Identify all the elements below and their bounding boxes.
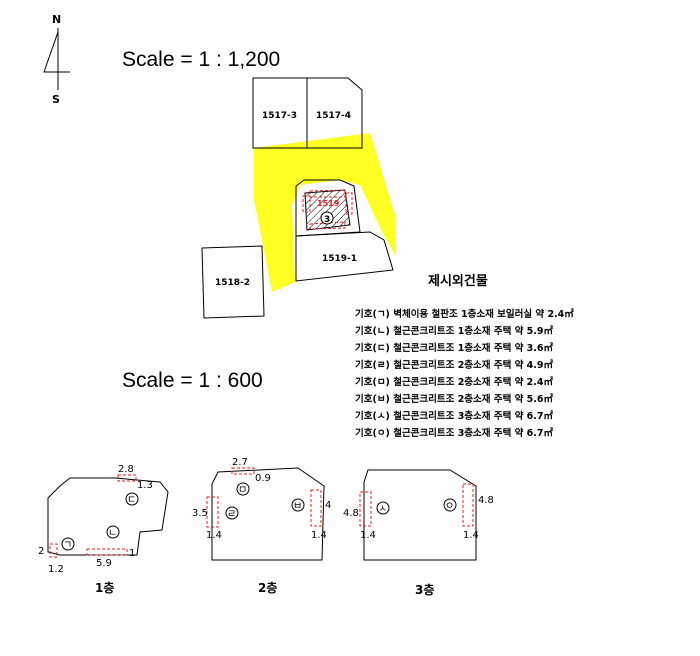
mark-h: ㅇ bbox=[445, 501, 454, 512]
mark-g: ㅅ bbox=[378, 504, 387, 515]
mark-b: ㄴ bbox=[108, 528, 117, 539]
legend-item-8: 기호(ㅇ) 철근콘크리트조 3층소재 주택 약 6.7㎡ bbox=[355, 427, 554, 439]
legend: 제시외건물 기호(ㄱ) 벽체이용 철판조 1층소재 보일러실 약 2.4㎡ 기호… bbox=[355, 273, 574, 439]
legend-item-1: 기호(ㄱ) 벽체이용 철판조 1층소재 보일러실 약 2.4㎡ bbox=[355, 308, 574, 320]
legend-item-4: 기호(ㄹ) 철근콘크리트조 2층소재 주택 약 4.9㎡ bbox=[355, 359, 554, 371]
svg-text:1.4: 1.4 bbox=[206, 530, 222, 541]
parcel-1517-3: 1517-3 bbox=[252, 77, 308, 149]
svg-text:2.7: 2.7 bbox=[232, 457, 248, 468]
svg-text:4: 4 bbox=[325, 500, 331, 511]
parcel-1518-2: 1518-2 bbox=[201, 245, 265, 319]
floor-1-label: 1층 bbox=[95, 580, 114, 595]
mark-d: ㄹ bbox=[227, 509, 236, 520]
floor-plan-2: 2.7 0.9 ㅁ 3.5 1.4 ㄹ ㅂ 4 1.4 2층 bbox=[192, 457, 331, 595]
legend-item-7: 기호(ㅅ) 철근콘크리트조 3층소재 주택 약 6.7㎡ bbox=[355, 410, 554, 422]
svg-text:1519: 1519 bbox=[317, 199, 340, 208]
svg-text:1518-2: 1518-2 bbox=[215, 278, 250, 288]
svg-text:1517-3: 1517-3 bbox=[262, 111, 297, 121]
floor-3-label: 3층 bbox=[415, 582, 434, 597]
mark-a: ㄱ bbox=[63, 540, 72, 551]
legend-item-6: 기호(ㅂ) 철근콘크리트조 2층소재 주택 약 5.6㎡ bbox=[355, 393, 554, 405]
svg-text:4.8: 4.8 bbox=[478, 495, 494, 506]
floor-2-label: 2층 bbox=[258, 580, 277, 595]
svg-text:2: 2 bbox=[38, 546, 44, 557]
scale-bottom-label: Scale = 1 : 600 bbox=[122, 369, 263, 392]
svg-text:2.8: 2.8 bbox=[118, 464, 134, 475]
svg-text:1.4: 1.4 bbox=[360, 530, 376, 541]
svg-text:1517-4: 1517-4 bbox=[316, 111, 351, 121]
mark-c: ㄷ bbox=[127, 495, 136, 506]
parcel-1519-1: 1519-1 bbox=[295, 231, 394, 282]
legend-item-3: 기호(ㄷ) 철근콘크리트조 1층소재 주택 약 3.6㎡ bbox=[355, 342, 554, 354]
mark-f: ㅂ bbox=[293, 501, 302, 512]
svg-text:1519-1: 1519-1 bbox=[322, 254, 357, 264]
compass-north-label: N bbox=[52, 13, 61, 26]
svg-text:3.5: 3.5 bbox=[192, 508, 208, 519]
compass-south-label: S bbox=[52, 93, 60, 106]
svg-text:3: 3 bbox=[324, 215, 330, 225]
parcel-1517-4: 1517-4 bbox=[306, 77, 363, 149]
svg-text:1: 1 bbox=[129, 548, 135, 559]
scale-top-label: Scale = 1 : 1,200 bbox=[122, 48, 280, 71]
svg-text:1.3: 1.3 bbox=[137, 480, 153, 491]
floor-plan-3: 4.8 1.4 ㅅ ㅇ 4.8 1.4 3층 bbox=[343, 469, 494, 597]
floor-plan-1: 2.8 1.3 ㄷ ㄱ ㄴ 2 1.2 5.9 1 1층 bbox=[38, 464, 169, 595]
legend-title: 제시외건물 bbox=[428, 273, 488, 289]
mark-e: ㅁ bbox=[238, 485, 247, 496]
svg-text:1.4: 1.4 bbox=[311, 530, 327, 541]
legend-item-2: 기호(ㄴ) 철근콘크리트조 1층소재 주택 약 5.9㎡ bbox=[355, 325, 554, 337]
north-arrow: N S bbox=[43, 13, 70, 106]
svg-text:1.2: 1.2 bbox=[48, 564, 64, 575]
legend-item-5: 기호(ㅁ) 철근콘크리트조 2층소재 주택 약 2.4㎡ bbox=[355, 376, 554, 388]
road-area bbox=[254, 133, 395, 292]
svg-text:1.4: 1.4 bbox=[463, 530, 479, 541]
svg-text:0.9: 0.9 bbox=[255, 473, 271, 484]
svg-text:4.8: 4.8 bbox=[343, 508, 359, 519]
parcel-1519: 1519 3 bbox=[295, 179, 361, 237]
svg-text:5.9: 5.9 bbox=[96, 558, 112, 569]
